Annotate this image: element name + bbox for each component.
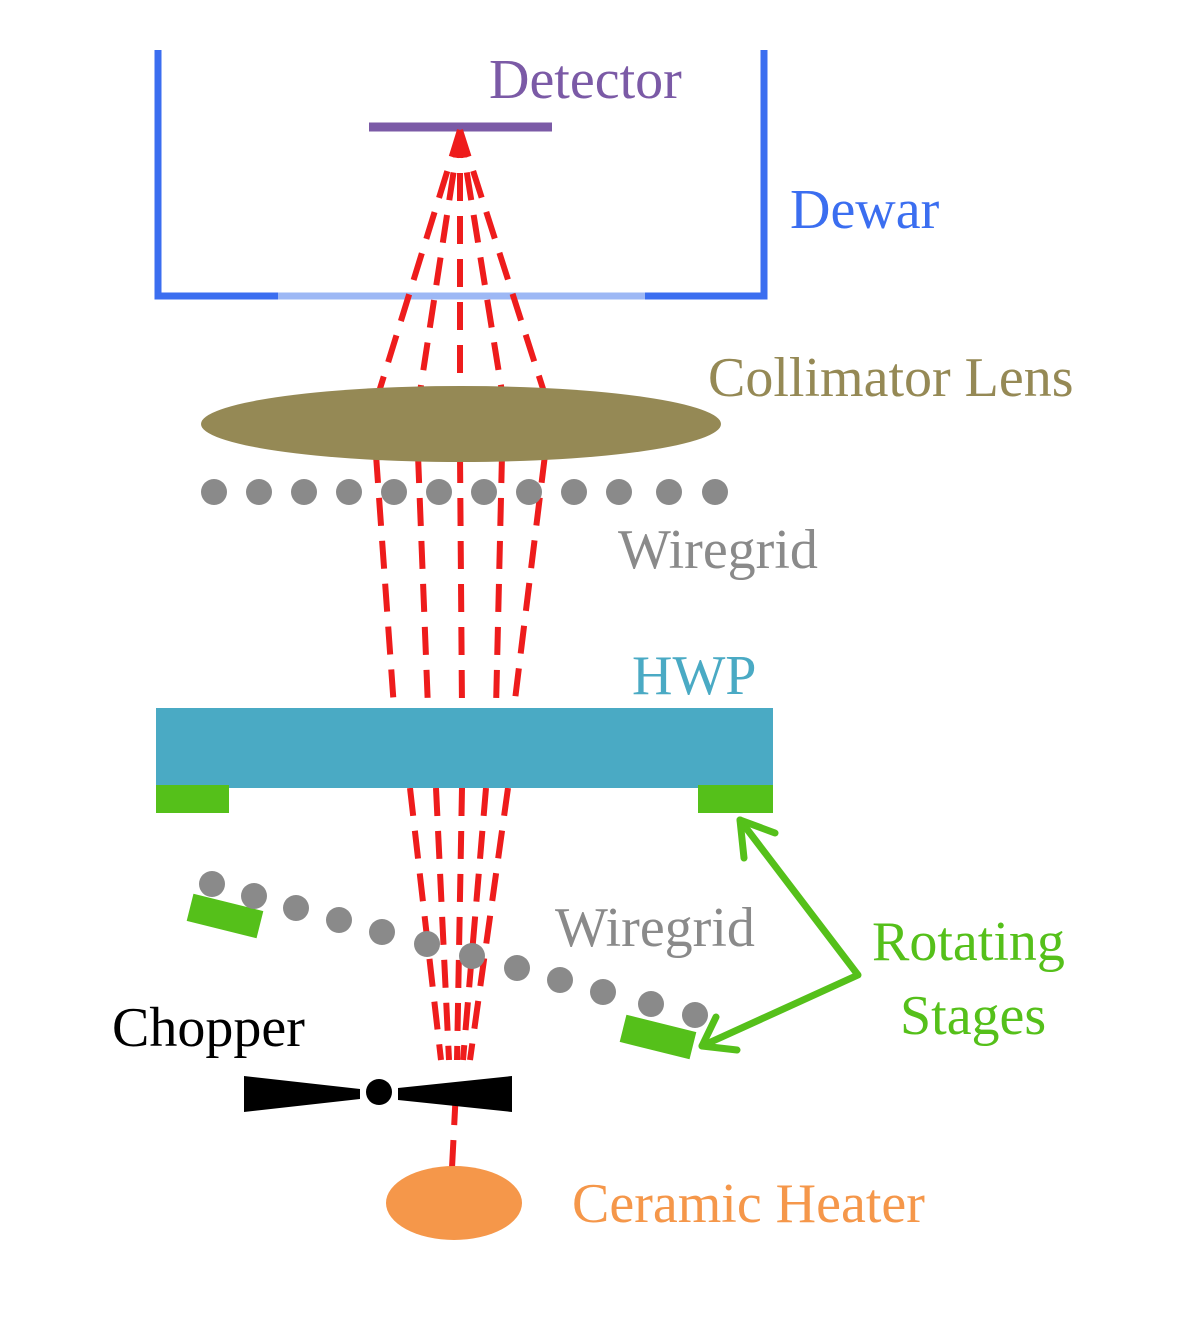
chopper-blade <box>398 1076 512 1112</box>
hwp-stage-mount <box>156 785 229 813</box>
wiregrid-lower-label: Wiregrid <box>555 897 755 959</box>
wiregrid-upper-label: Wiregrid <box>618 519 818 581</box>
wire-dot <box>336 479 362 505</box>
ceramic-heater-label: Ceramic Heater <box>572 1173 925 1235</box>
detector-label: Detector <box>489 49 682 111</box>
beam-ray <box>375 129 463 396</box>
hwp-plate <box>156 708 773 788</box>
beam-ray <box>457 129 505 393</box>
wire-dot <box>516 479 542 505</box>
dewar <box>154 50 768 300</box>
beam-ray <box>407 787 444 1061</box>
arrow-head-icon <box>736 816 779 862</box>
beam-ray <box>467 787 511 1061</box>
wire-dot <box>682 1002 708 1028</box>
wire-dot <box>414 931 440 957</box>
wire-dot <box>291 479 317 505</box>
wire-dot <box>702 479 728 505</box>
wire-dot <box>326 907 352 933</box>
chopper-hub <box>366 1079 392 1105</box>
arrow-line <box>698 816 862 1050</box>
wire-dot <box>638 991 664 1017</box>
dewar-label: Dewar <box>790 179 940 241</box>
rotating-stages-label-line1: Rotating <box>872 911 1065 973</box>
hwp-label: HWP <box>632 645 756 707</box>
wire-dot <box>656 479 682 505</box>
wire-dot <box>246 479 272 505</box>
dewar-wall <box>645 50 768 300</box>
wire-dot <box>369 919 395 945</box>
wire-dot <box>199 871 225 897</box>
beam-ray <box>460 787 489 1061</box>
ceramic-heater <box>386 1166 522 1240</box>
beam-ray <box>454 787 465 1061</box>
hwp-stage-mount <box>698 785 773 813</box>
wire-dot <box>547 967 573 993</box>
wiregrid-stage-mount <box>619 1014 697 1060</box>
beam-ray <box>417 129 463 393</box>
beam-rays <box>373 129 548 1169</box>
rotating-stages-arrows <box>698 816 862 1054</box>
wire-dot <box>590 979 616 1005</box>
wire-dot <box>426 479 452 505</box>
wire-dot <box>471 479 497 505</box>
wiregrid-upper <box>201 479 728 505</box>
dewar-wall <box>154 50 278 300</box>
wire-dot <box>504 955 530 981</box>
wire-dot <box>241 883 267 909</box>
wire-dot <box>283 895 309 921</box>
wiregrid-lower <box>199 871 708 1028</box>
wire-dot <box>459 943 485 969</box>
wire-dot <box>606 479 632 505</box>
collimator-lens <box>201 386 721 462</box>
wire-dot <box>561 479 587 505</box>
beam-ray <box>457 454 465 709</box>
chopper-label: Chopper <box>112 997 305 1059</box>
chopper-blade <box>244 1076 360 1112</box>
chopper <box>244 1076 512 1112</box>
beam-ray <box>457 129 548 396</box>
wiregrid-stage-mount <box>186 893 264 939</box>
rotating-stages-label-line2: Stages <box>900 985 1046 1047</box>
collimator-lens-label: Collimator Lens <box>708 347 1074 409</box>
wire-dot <box>381 479 407 505</box>
beam-ray <box>433 787 452 1061</box>
wire-dot <box>201 479 227 505</box>
arrow-head-icon <box>698 1013 741 1054</box>
